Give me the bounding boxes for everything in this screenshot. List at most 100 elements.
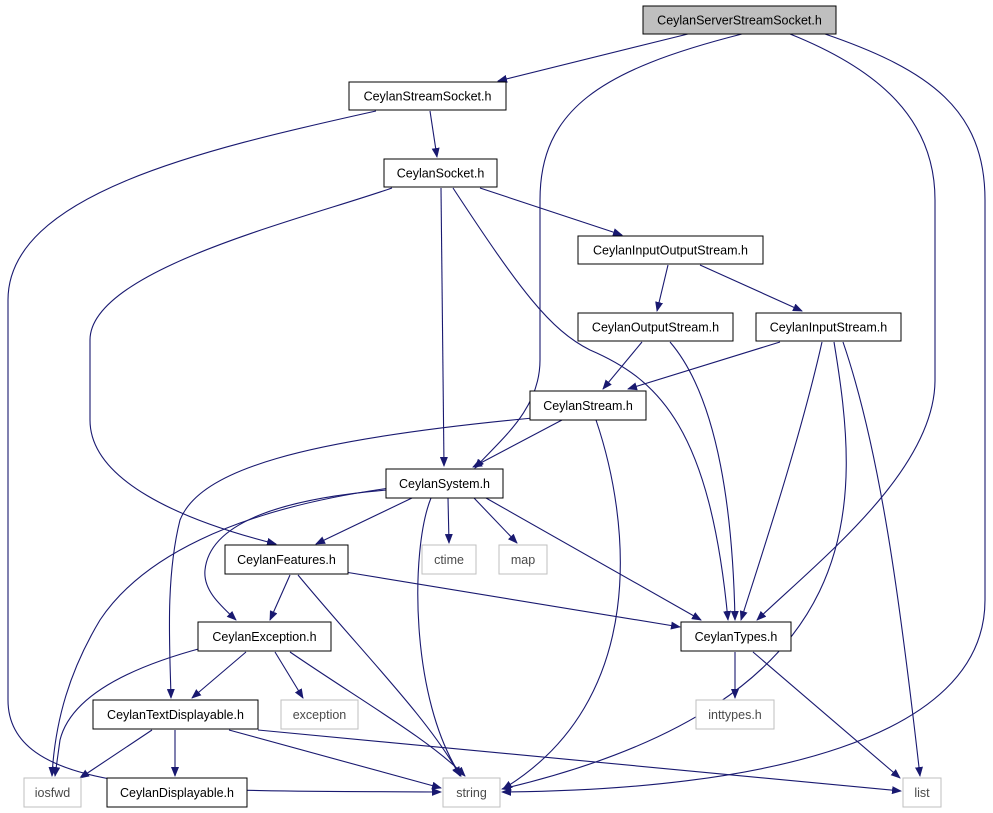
node-types[interactable]: CeylanTypes.h [680,621,792,652]
node-string[interactable]: string [442,777,501,808]
node-features[interactable]: CeylanFeatures.h [224,544,349,575]
node-system[interactable]: CeylanSystem.h [385,468,504,499]
node-box-map [498,544,548,575]
node-label-iosfwd: iosfwd [35,786,70,800]
edges-layer [7,33,986,796]
node-box-types [680,621,792,652]
edge-system-to-exceptionH [204,489,388,621]
edge-streamsocket-to-socket [429,110,440,158]
node-label-types: CeylanTypes.h [695,630,778,644]
node-box-inttypes [695,699,775,730]
edge-system-to-ctime [444,497,453,544]
edge-system-to-map [473,497,518,544]
edge-features-to-exceptionH [269,574,291,621]
edge-server-to-types [756,33,936,621]
edge-system-to-features [315,497,413,545]
node-label-server: CeylanServerStreamSocket.h [657,14,822,28]
edge-stream-to-system [472,419,563,468]
edge-server-to-system [474,33,743,469]
node-box-inStream [755,312,902,342]
node-box-string [442,777,501,808]
node-box-stream [529,390,647,421]
node-box-displayable [106,777,248,808]
edge-exceptionH-to-string [289,651,466,777]
edge-textDisp-to-list [257,729,902,795]
edge-server-to-string [501,33,986,796]
node-label-displayable: CeylanDisplayable.h [120,786,234,800]
edge-socket-to-types [452,187,732,621]
edge-socket-to-ioStream [479,187,623,236]
node-exceptionH[interactable]: CeylanException.h [197,621,332,652]
edge-types-to-list [752,651,901,779]
edge-system-to-types [485,497,702,621]
nodes-layer: CeylanServerStreamSocket.hCeylanStreamSo… [23,5,942,808]
node-textDisp[interactable]: CeylanTextDisplayable.h [92,699,259,730]
node-stream[interactable]: CeylanStream.h [529,390,647,421]
edge-streamsocket-to-string [7,110,442,796]
node-label-inttypes: inttypes.h [708,708,762,722]
node-box-ioStream [577,235,764,265]
node-map[interactable]: map [498,544,548,575]
node-box-exceptionH [197,621,332,652]
edge-socket-to-system [439,187,448,467]
node-label-ctime: ctime [434,553,464,567]
node-outStream[interactable]: CeylanOutputStream.h [577,312,734,342]
node-box-server [642,5,837,35]
node-server[interactable]: CeylanServerStreamSocket.h [642,5,837,35]
node-box-list [902,777,942,808]
node-box-features [224,544,349,575]
node-box-ctime [421,544,477,575]
edge-exceptionH-to-iosfwd [52,647,203,777]
node-box-textDisp [92,699,259,730]
node-inStream[interactable]: CeylanInputStream.h [755,312,902,342]
node-label-features: CeylanFeatures.h [237,553,336,567]
node-label-list: list [914,786,930,800]
node-label-exception: exception [293,708,347,722]
node-displayable[interactable]: CeylanDisplayable.h [106,777,248,808]
node-ctime[interactable]: ctime [421,544,477,575]
edge-ioStream-to-outStream [655,264,669,312]
node-box-outStream [577,312,734,342]
node-label-inStream: CeylanInputStream.h [770,321,887,335]
node-label-ioStream: CeylanInputOutputStream.h [593,244,748,258]
edge-ioStream-to-inStream [699,264,803,312]
node-exception[interactable]: exception [280,699,359,730]
edge-textDisp-to-iosfwd [79,729,153,779]
node-label-exceptionH: CeylanException.h [212,630,316,644]
node-label-string: string [456,786,487,800]
node-label-streamsocket: CeylanStreamSocket.h [364,90,492,104]
edge-server-to-streamsocket [497,33,689,83]
node-label-map: map [511,553,535,567]
edge-exceptionH-to-exception [274,651,304,699]
node-box-streamsocket [348,81,507,111]
edge-stream-to-textDisp [166,417,534,699]
node-box-iosfwd [23,777,82,808]
node-label-stream: CeylanStream.h [543,399,633,413]
edge-inStream-to-list [842,341,923,777]
edge-inStream-to-types [739,341,823,621]
edge-inStream-to-string [501,341,847,791]
node-inttypes[interactable]: inttypes.h [695,699,775,730]
node-socket[interactable]: CeylanSocket.h [383,158,498,188]
node-box-system [385,468,504,499]
node-label-socket: CeylanSocket.h [397,167,485,181]
edge-textDisp-to-string [228,729,442,790]
node-label-system: CeylanSystem.h [399,477,490,491]
node-box-exception [280,699,359,730]
edge-socket-to-features [89,187,393,546]
edge-features-to-string [297,574,461,777]
node-label-outStream: CeylanOutputStream.h [592,321,719,335]
edge-stream-to-string [502,419,621,790]
edge-features-to-types [344,571,681,630]
edge-outStream-to-types [669,341,739,621]
edge-inStream-to-stream [627,341,781,391]
node-list[interactable]: list [902,777,942,808]
node-iosfwd[interactable]: iosfwd [23,777,82,808]
node-box-socket [383,158,498,188]
edge-system-to-iosfwd [48,487,391,777]
edge-exceptionH-to-textDisp [191,651,247,699]
edge-outStream-to-stream [602,341,643,390]
node-streamsocket[interactable]: CeylanStreamSocket.h [348,81,507,111]
node-ioStream[interactable]: CeylanInputOutputStream.h [577,235,764,265]
